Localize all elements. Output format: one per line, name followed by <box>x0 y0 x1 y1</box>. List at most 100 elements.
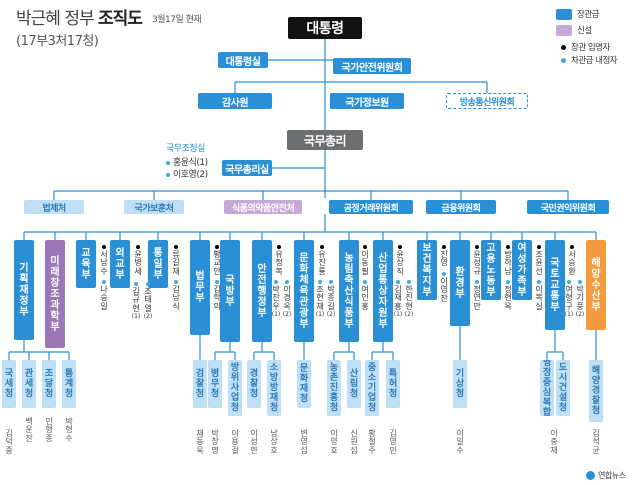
deputy-dot <box>363 280 367 284</box>
chief-of-staff-box: 대통령실 <box>218 52 268 68</box>
pm-agency-5: 국민권익위원회 <box>527 200 609 214</box>
deputy-dot <box>215 280 219 284</box>
coordination-name-2: 이호영(2) <box>166 167 208 180</box>
legend-minister: 장관 임명자 <box>556 41 610 53</box>
legend-dot-blue <box>561 57 566 63</box>
minister-dot <box>442 245 446 249</box>
legend-ministerial-label: 장관급 <box>577 10 599 20</box>
deputy-dot <box>166 172 170 177</box>
deputy-dot <box>578 280 582 284</box>
deputy-dot <box>285 280 289 284</box>
minister-dot <box>475 245 479 249</box>
title-prefix: 박근혜 정부 <box>16 9 95 29</box>
minister-dot <box>277 245 281 249</box>
nsc-box: 국가안전위원회 <box>333 58 411 74</box>
deputy-dot <box>567 280 571 284</box>
deputy-dot <box>174 280 178 284</box>
minister-dot <box>136 245 140 249</box>
legend-vice: 차관급 내정자 <box>556 54 618 66</box>
minister-dot <box>537 245 541 249</box>
nis-box: 국가정보원 <box>330 93 404 109</box>
yonhap-logo-icon <box>586 471 595 480</box>
coordination-name-1: 홍윤식(1) <box>166 155 208 168</box>
credit: 연합뉴스 <box>586 470 626 481</box>
prime-minister-box: 국무총리 <box>287 130 363 150</box>
deputy-dot <box>407 280 411 284</box>
pm-agency-2: 식품의약품안전처 <box>224 200 302 214</box>
president-box: 대통령 <box>288 17 362 39</box>
minister-dot <box>174 245 178 249</box>
minister-dot <box>102 245 106 249</box>
deputy-dot <box>537 280 541 284</box>
minister-dot <box>506 245 510 249</box>
minister-dot <box>363 245 367 249</box>
deputy-dot <box>475 280 479 284</box>
minister-dot <box>570 245 574 249</box>
pm-agency-4: 금융위원회 <box>426 200 496 214</box>
credit-text: 연합뉴스 <box>598 471 626 480</box>
legend-minister-label: 장관 임명자 <box>571 43 610 53</box>
deputy-dot <box>442 272 446 276</box>
coordination-label: 국무조정실 <box>166 144 205 154</box>
legend-new: 신설 <box>556 24 592 36</box>
minister-dot <box>215 245 219 249</box>
chart-title: 박근혜 정부 조직도 <box>16 4 143 29</box>
kcc-box: 방송통신위원회 <box>446 93 528 109</box>
legend-dot-black <box>561 44 566 50</box>
chart-subtitle: (17부3처17청) <box>16 34 99 49</box>
deputy-dot <box>396 280 400 284</box>
